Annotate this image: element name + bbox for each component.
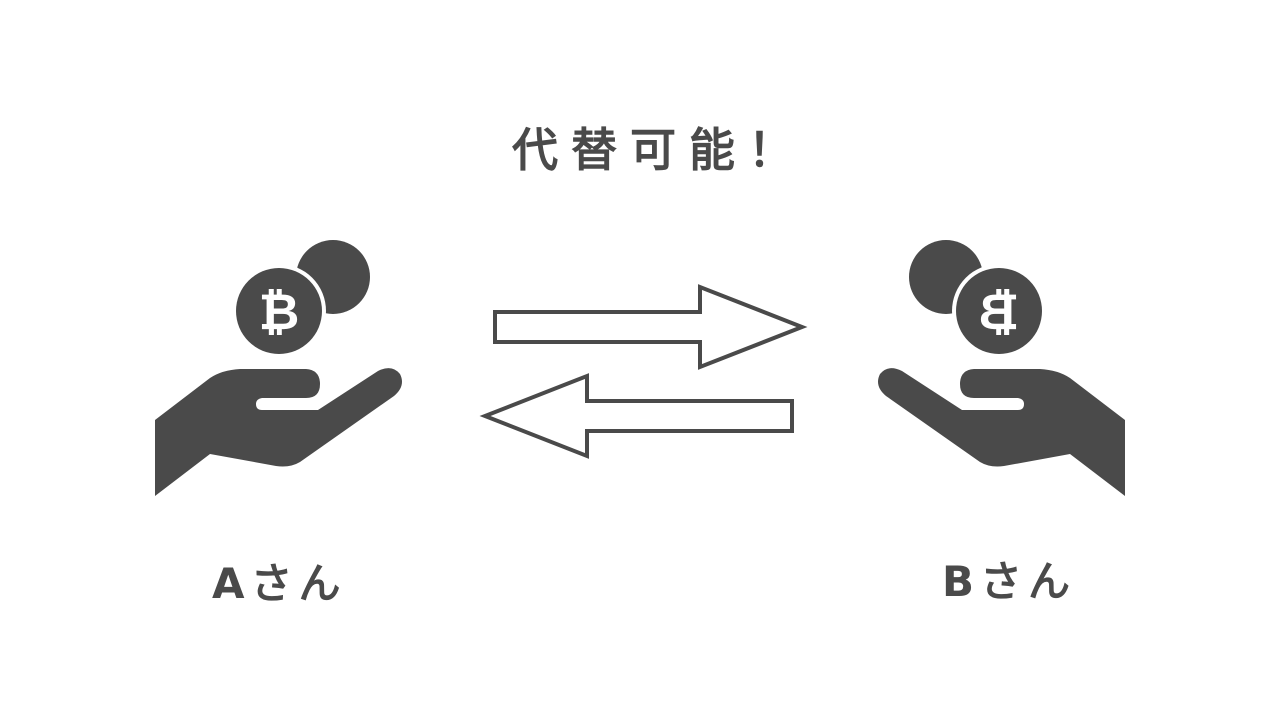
hand-offering-icon (878, 368, 1125, 496)
bitcoin-symbol: ₿ (259, 283, 300, 341)
diagram-title: 代替可能！ (512, 123, 807, 177)
hand-offering-icon (155, 368, 402, 496)
bitcoin-coin-icon (956, 268, 1042, 354)
party-a-label: Aさん (212, 559, 347, 608)
party-b-label: Bさん (942, 557, 1077, 606)
bitcoin-symbol-mirrored: ₿ (979, 283, 1020, 341)
party-b-group: ₿ (878, 240, 1125, 496)
arrow-left-outline-icon (479, 373, 794, 459)
arrow-right-outline-icon (493, 284, 808, 370)
bitcoin-coin-icon (236, 268, 322, 354)
party-a-group: ₿ (155, 240, 402, 496)
